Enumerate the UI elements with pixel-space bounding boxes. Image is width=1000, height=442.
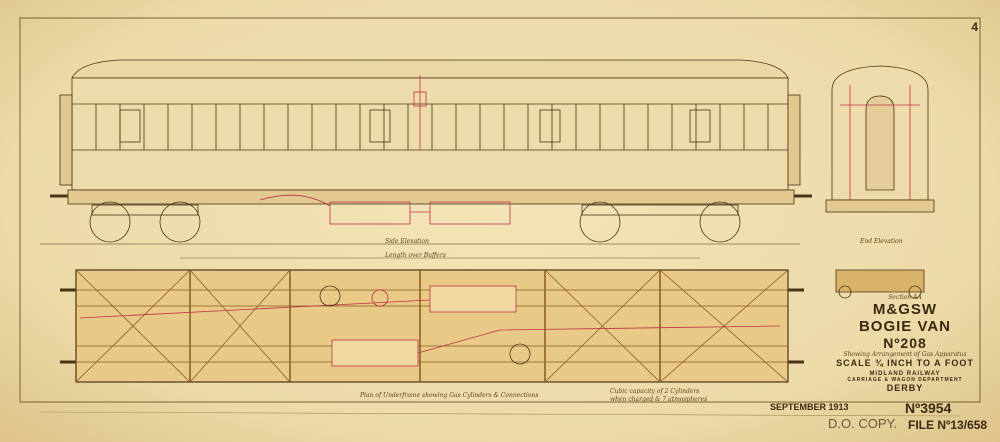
company-name: M&GSW bbox=[872, 301, 938, 318]
window bbox=[689, 109, 711, 143]
window bbox=[119, 109, 141, 143]
van-body bbox=[71, 77, 789, 191]
window bbox=[539, 109, 561, 143]
drawing-number: Nº3954 bbox=[905, 400, 952, 416]
vehicle-number: Nº208 bbox=[883, 335, 927, 351]
side-elevation-label: Side Elevation bbox=[385, 238, 429, 245]
capacity-note-2: when charged & 7 atmospheres bbox=[610, 396, 708, 403]
scale: SCALE ¾ INCH TO A FOOT bbox=[836, 358, 974, 368]
gas-cylinder-1 bbox=[329, 201, 411, 225]
roof bbox=[71, 59, 789, 79]
capacity-note-1: Cubic capacity of 2 Cylinders bbox=[610, 388, 700, 395]
plan-gas-cylinder-1 bbox=[429, 285, 517, 313]
date: SEPTEMBER 1913 bbox=[770, 402, 849, 412]
sheet-border bbox=[19, 17, 981, 403]
subtitle: Showing Arrangement of Gas Apparatus bbox=[843, 351, 967, 358]
department: CARRIAGE & WAGON DEPARTMENT bbox=[847, 377, 963, 383]
do-copy-stamp: D.O. COPY. bbox=[828, 416, 898, 431]
end-elevation-label: End Elevation bbox=[860, 238, 903, 245]
length-label: Length over Buffers bbox=[385, 252, 446, 259]
section-label: Section AA bbox=[888, 294, 922, 301]
bogie-left bbox=[89, 201, 201, 243]
window bbox=[369, 109, 391, 143]
bogie-right bbox=[579, 201, 741, 243]
title-block: Section AA M&GSW BOGIE VAN Nº208 Showing… bbox=[820, 294, 990, 393]
file-number: FILE Nº13/658 bbox=[908, 418, 988, 432]
side-elevation bbox=[40, 59, 812, 259]
plan-gas-cylinder-2 bbox=[331, 339, 419, 367]
vehicle-name: BOGIE VAN bbox=[858, 318, 952, 335]
sheet-number: 4 bbox=[971, 20, 978, 34]
gas-cylinder-2 bbox=[429, 201, 511, 225]
location: DERBY bbox=[886, 383, 924, 393]
end-elevation bbox=[825, 65, 935, 299]
plan-label: Plan of Underframe showing Gas Cylinders… bbox=[360, 392, 539, 399]
railway: MIDLAND RAILWAY bbox=[869, 371, 941, 377]
underframe-plan bbox=[60, 269, 804, 383]
